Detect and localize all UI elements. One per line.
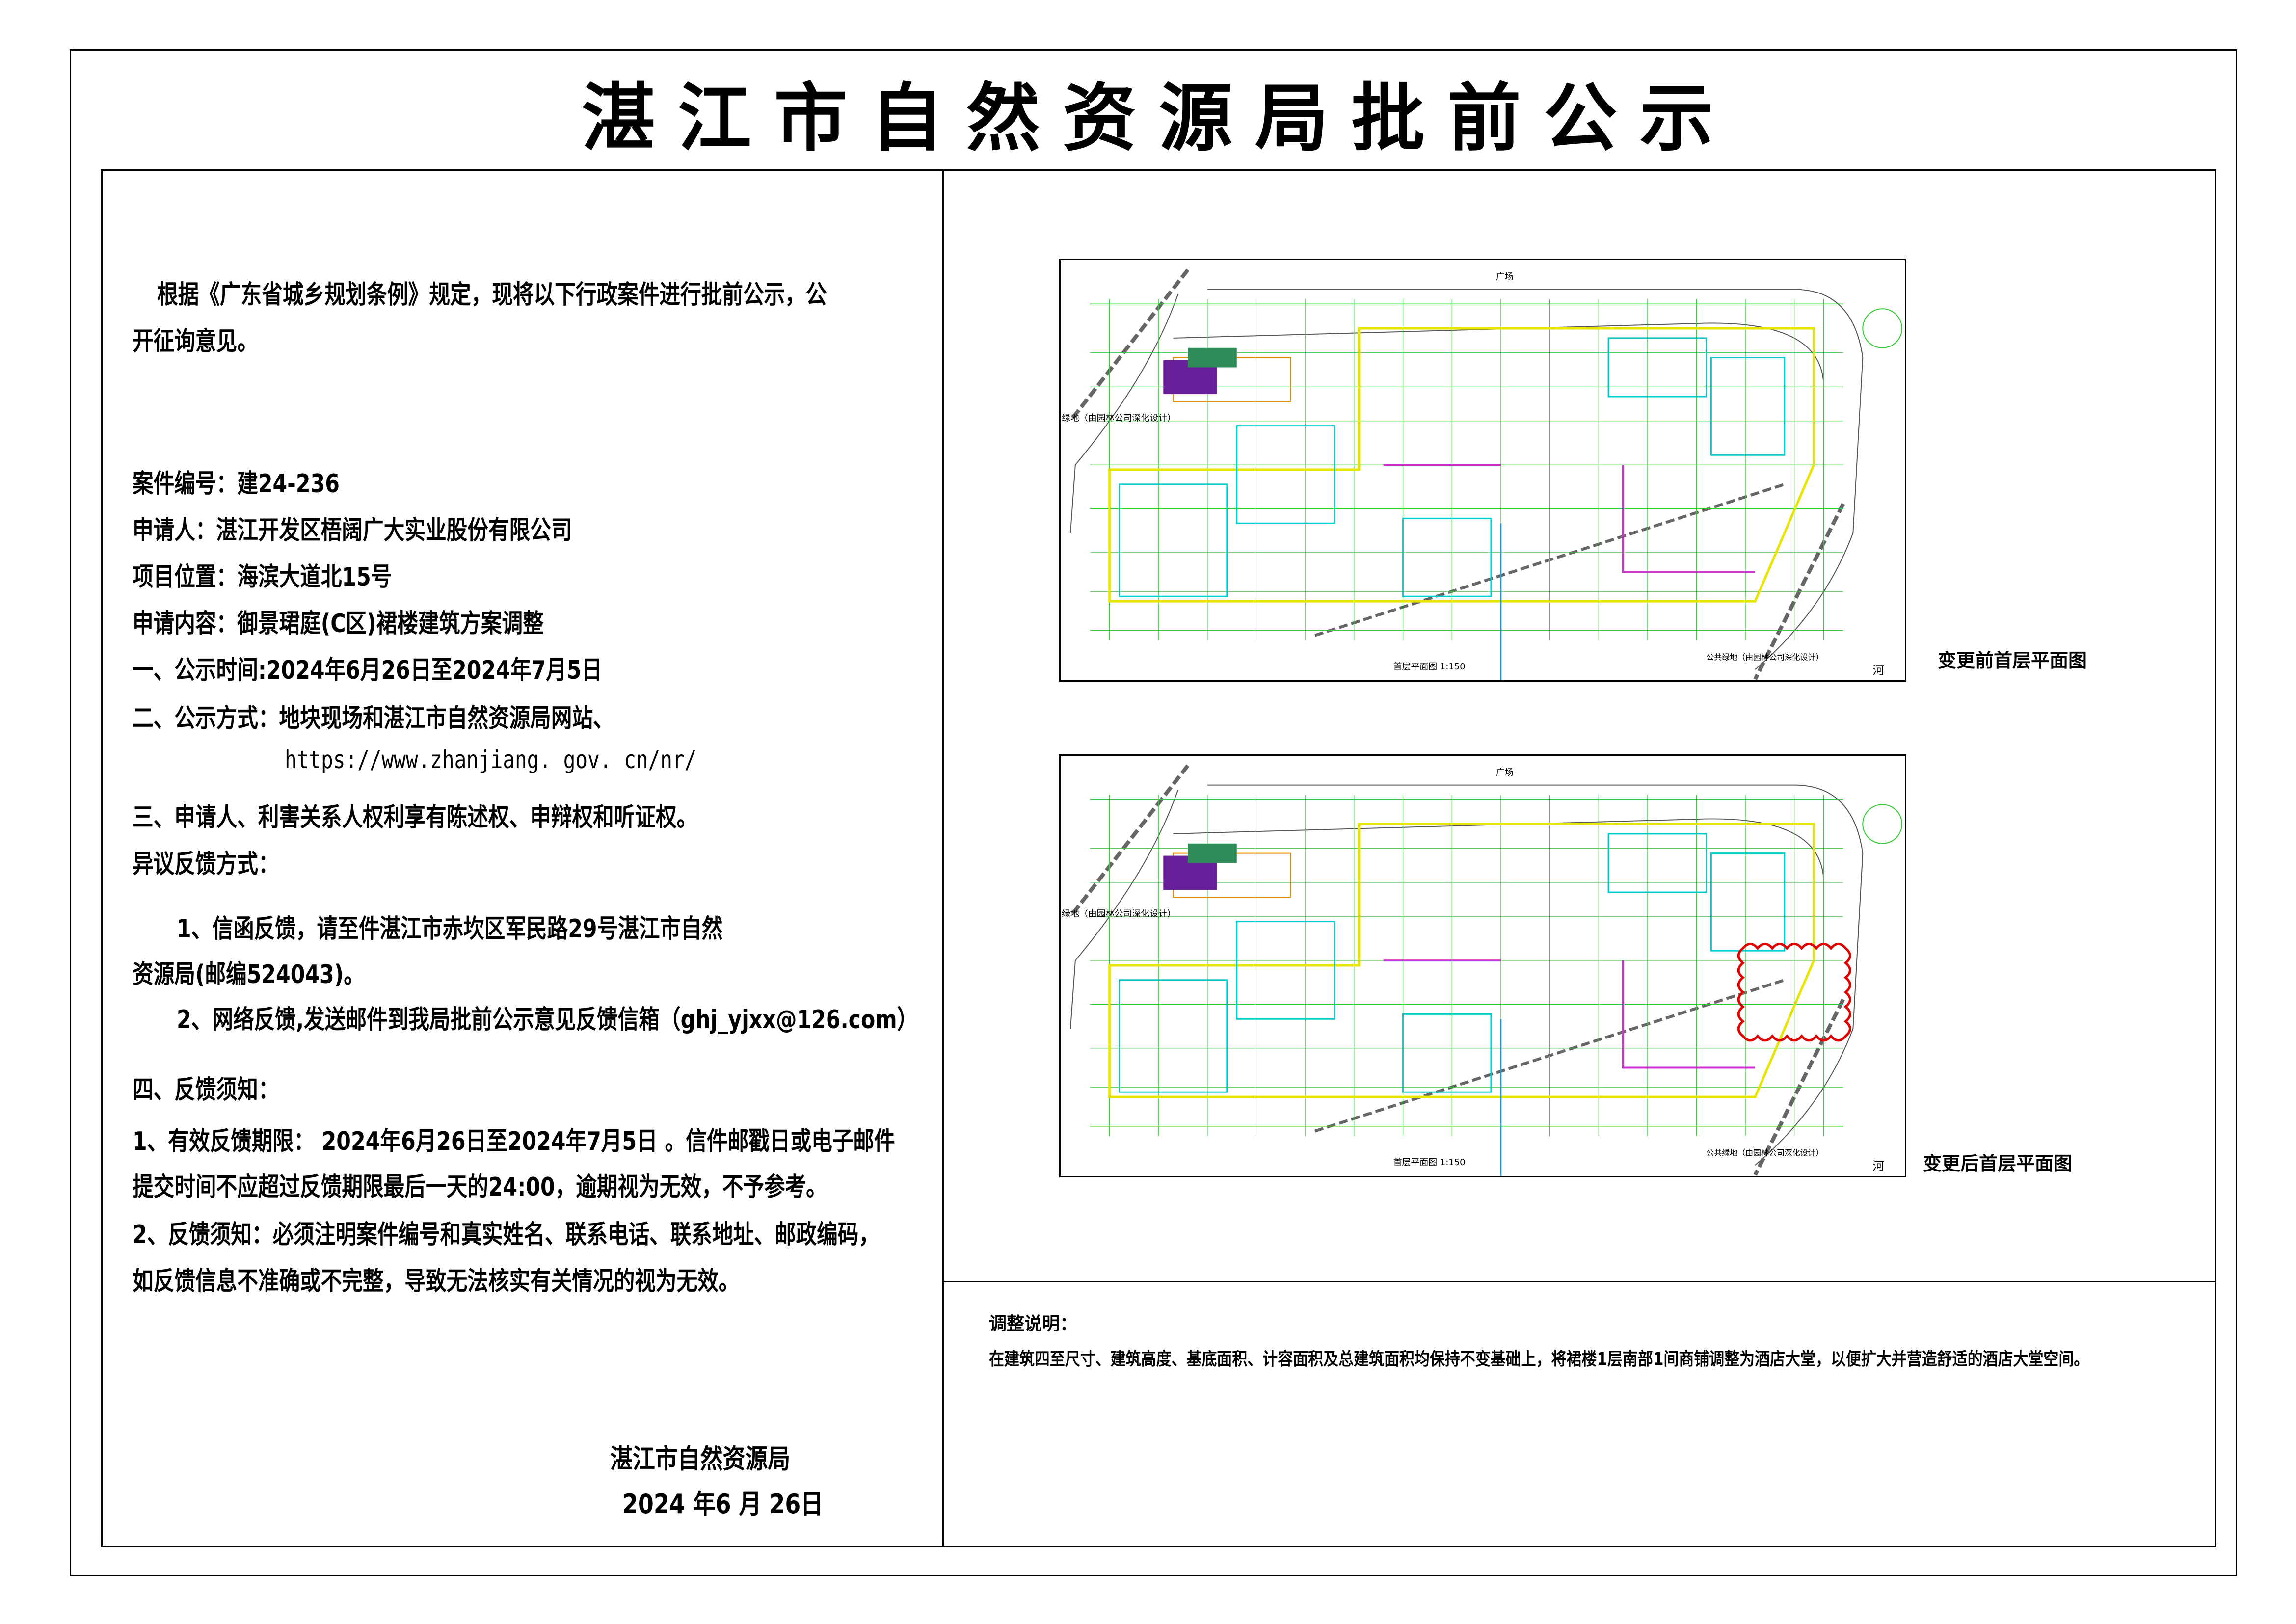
revision-cloud bbox=[1737, 942, 1851, 1042]
application-content: 申请内容：御景珺庭(C区)裙楼建筑方案调整 bbox=[133, 609, 544, 639]
label-river: 河 bbox=[1872, 664, 1884, 677]
label-drawing-title: 首层平面图 1:150 bbox=[1393, 1157, 1466, 1168]
objection-email: 2、网络反馈,发送邮件到我局批前公示意见反馈信箱（ghj_yjxx@126.co… bbox=[177, 1005, 918, 1035]
feedback-period-line2: 提交时间不应超过反馈期限最后一天的24:00，逾期视为无效，不予参考。 bbox=[133, 1172, 827, 1202]
signature-date: 2024 年6 月 26日 bbox=[622, 1489, 824, 1519]
feedback-notice-heading: 四、反馈须知： bbox=[133, 1075, 279, 1105]
intro-paragraph-line1: 根据《广东省城乡规划条例》规定，现将以下行政案件进行批前公示，公 bbox=[157, 280, 827, 310]
publicity-method: 二、公示方式：地块现场和湛江市自然资源局网站、 bbox=[133, 704, 614, 733]
floor-plan-before: 绿地（由园林公司深化设计） 广场 首层平面图 1:150 公共绿地（由园林公司深… bbox=[1059, 259, 1906, 682]
label-public-green: 公共绿地（由园林公司深化设计） bbox=[1706, 1148, 1823, 1157]
floor-plan-after-label: 变更后首层平面图 bbox=[1923, 1153, 2073, 1174]
feedback-period-line1: 1、有效反馈期限： 2024年6月26日至2024年7月5日 。信件邮戳日或电子… bbox=[133, 1127, 895, 1156]
inner-frame bbox=[101, 169, 2216, 1547]
label-public-green: 公共绿地（由园林公司深化设计） bbox=[1706, 652, 1823, 662]
cad-drawing-before: 绿地（由园林公司深化设计） 广场 首层平面图 1:150 公共绿地（由园林公司深… bbox=[1062, 268, 1903, 680]
label-plaza: 广场 bbox=[1496, 768, 1514, 778]
feedback-requirement-line1: 2、反馈须知：必须注明案件编号和真实姓名、联系电话、联系地址、邮政编码， bbox=[133, 1220, 880, 1250]
page-title: 湛江市自然资源局批前公示 bbox=[581, 76, 1736, 161]
outer-frame bbox=[70, 49, 2237, 1576]
label-drawing-title: 首层平面图 1:150 bbox=[1393, 662, 1466, 672]
label-river: 河 bbox=[1872, 1159, 1884, 1173]
label-green-space: 绿地（由园林公司深化设计） bbox=[1062, 413, 1176, 424]
feedback-requirement-line2: 如反馈信息不准确或不完整，导致无法核实有关情况的视为无效。 bbox=[133, 1267, 740, 1296]
label-plaza: 广场 bbox=[1496, 272, 1514, 282]
website-link[interactable]: https://www.zhanjiang. gov. cn/nr/ bbox=[285, 745, 697, 774]
objection-heading: 异议反馈方式： bbox=[133, 850, 279, 879]
floor-plan-before-label: 变更前首层平面图 bbox=[1938, 650, 2087, 671]
applicant-rights: 三、申请人、利害关系人权利享有陈述权、申辩权和听证权。 bbox=[133, 803, 698, 832]
adjustment-text: 在建筑四至尺寸、建筑高度、基底面积、计容面积及总建筑面积均保持不变基础上，将裙楼… bbox=[989, 1349, 2089, 1369]
intro-paragraph-line2: 开征询意见。 bbox=[133, 327, 258, 356]
column-divider bbox=[942, 169, 944, 1547]
applicant: 申请人：湛江开发区梧阔广大实业股份有限公司 bbox=[133, 516, 572, 545]
objection-letter-line2: 资源局(邮编524043)。 bbox=[133, 960, 365, 989]
cad-drawing-after: 绿地（由园林公司深化设计） 广场 首层平面图 1:150 公共绿地（由园林公司深… bbox=[1062, 764, 1903, 1176]
objection-letter-line1: 1、信函反馈，请至件湛江市赤坎区军民路29号湛江市自然 bbox=[177, 914, 723, 944]
label-green-space: 绿地（由园林公司深化设计） bbox=[1062, 909, 1176, 919]
right-panel-divider bbox=[942, 1281, 2216, 1282]
project-location: 项目位置：海滨大道北15号 bbox=[133, 562, 392, 592]
publicity-period: 一、公示时间:2024年6月26日至2024年7月5日 bbox=[133, 656, 603, 685]
signature-organization: 湛江市自然资源局 bbox=[610, 1443, 791, 1474]
floor-plan-after: 绿地（由园林公司深化设计） 广场 首层平面图 1:150 公共绿地（由园林公司深… bbox=[1059, 754, 1906, 1177]
adjustment-heading: 调整说明： bbox=[989, 1314, 1078, 1334]
case-number: 案件编号：建24-236 bbox=[133, 469, 340, 499]
